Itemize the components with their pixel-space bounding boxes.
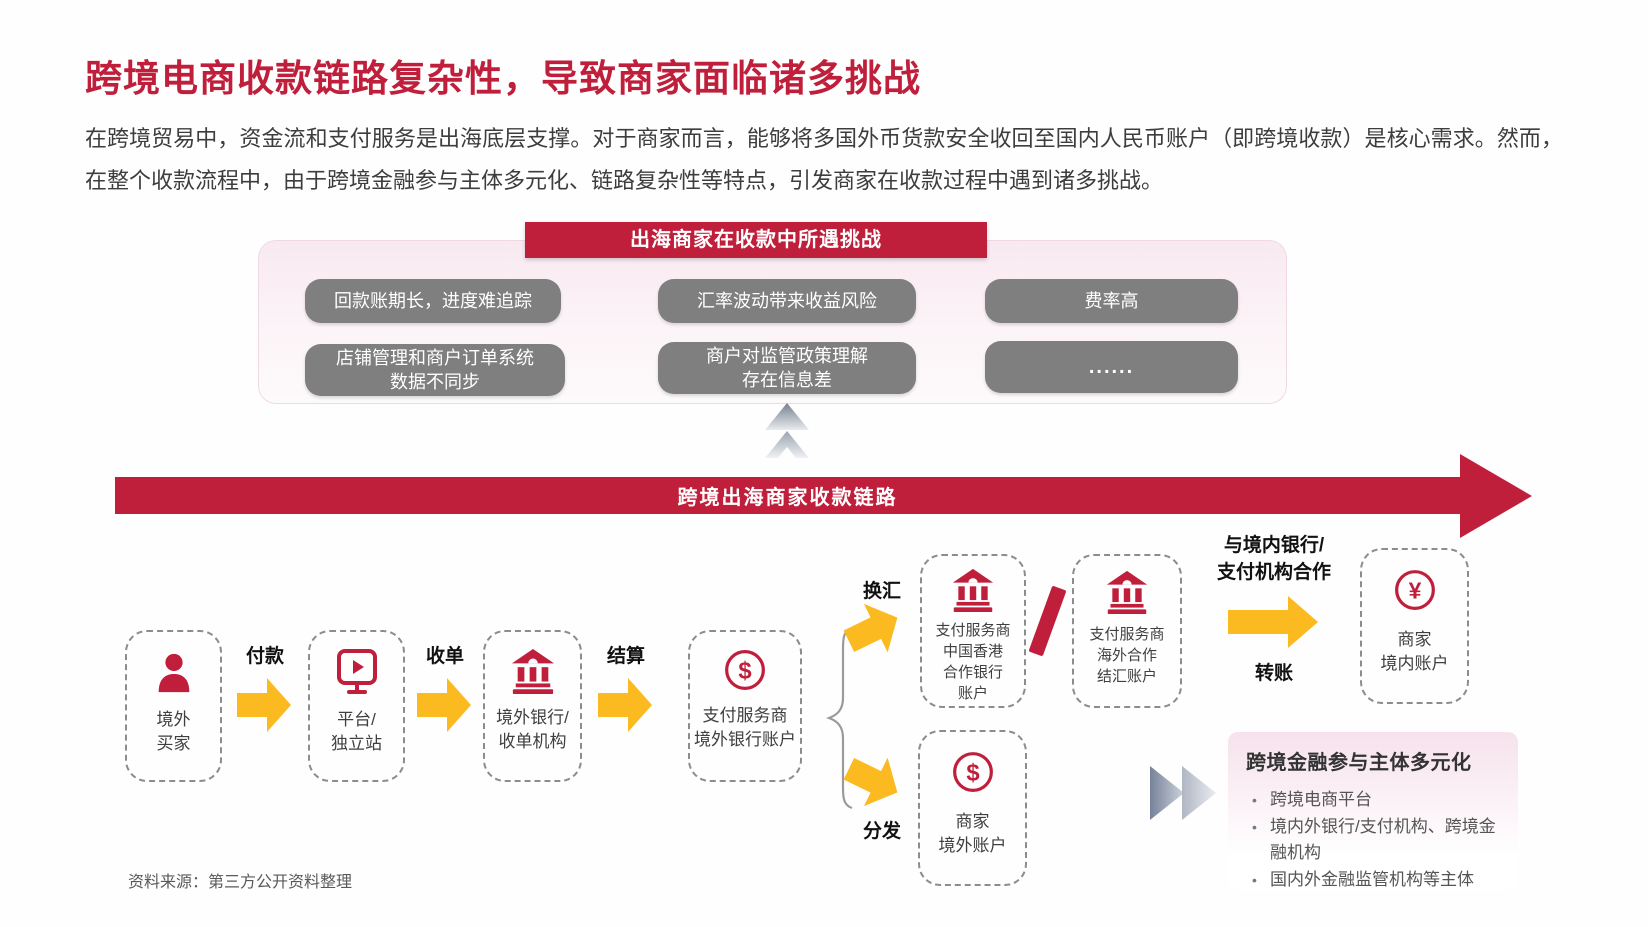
node-psp-hk-bank-account: 支付服务商 中国香港 合作银行 账户 (920, 554, 1026, 708)
edge-label-distribute: 分发 (862, 821, 901, 842)
svg-text:¥: ¥ (1408, 577, 1421, 603)
dollar-circle-icon: $ (723, 648, 767, 692)
challenge-item: 商户对监管政策理解 存在信息差 (658, 342, 916, 394)
flow-banner: 跨境出海商家收款链路 (115, 477, 1460, 514)
arrow-fx-icon (836, 591, 912, 668)
participant-item: 国内外金融监管机构等主体 (1248, 867, 1500, 893)
challenge-item: 汇率波动带来收益风险 (658, 279, 916, 323)
arrow-transfer-icon (1228, 594, 1320, 650)
person-icon (151, 650, 197, 696)
brace-split-icon (824, 626, 854, 815)
yen-circle-icon: ¥ (1393, 568, 1437, 612)
node-label: 境外 买家 (156, 710, 191, 753)
chevrons-right-icon (1148, 764, 1230, 827)
node-label: 商家 境内账户 (1380, 630, 1449, 673)
source-note: 资料来源：第三方公开资料整理 (128, 874, 353, 891)
participants-list: 跨境电商平台 境内外银行/支付机构、跨境金融机构 国内外金融监管机构等主体 (1248, 787, 1500, 893)
flow-banner-arrowhead-icon (1460, 454, 1532, 538)
page-title: 跨境电商收款链路复杂性，导致商家面临诸多挑战 (85, 58, 921, 99)
svg-text:$: $ (966, 759, 979, 786)
node-overseas-buyer: 境外 买家 (125, 630, 222, 782)
node-label: 平台/ 独立站 (331, 710, 382, 753)
challenge-item-ellipsis: ...... (985, 341, 1238, 393)
node-label: 支付服务商 海外合作 结汇账户 (1089, 626, 1165, 685)
challenge-item: 费率高 (985, 279, 1238, 323)
monitor-play-icon (333, 648, 381, 698)
edge-label-cooperate: 与境内银行/ 支付机构合作 (1216, 535, 1331, 583)
arrow-acquire-icon (417, 676, 473, 734)
challenge-item: 店铺管理和商户订单系统 数据不同步 (305, 344, 565, 396)
node-merchant-overseas: $ 商家 境外账户 (918, 730, 1027, 886)
bank-icon (951, 568, 995, 612)
challenges-header: 出海商家在收款中所遇挑战 (525, 222, 987, 258)
participants-card: 跨境金融参与主体多元化 跨境电商平台 境内外银行/支付机构、跨境金融机构 国内外… (1228, 732, 1518, 893)
participant-item: 境内外银行/支付机构、跨境金融机构 (1248, 814, 1500, 866)
node-label: 支付服务商 中国香港 合作银行 账户 (935, 622, 1011, 702)
node-psp-overseas-account: $ 支付服务商 境外银行账户 (688, 630, 802, 782)
node-psp-overseas-settle: 支付服务商 海外合作 结汇账户 (1072, 554, 1182, 708)
bank-icon (1105, 570, 1149, 614)
node-label: 境外银行/ 收单机构 (496, 708, 569, 751)
edge-label-transfer: 转账 (1254, 663, 1293, 684)
svg-text:$: $ (738, 657, 751, 684)
slash-divider (1028, 585, 1067, 657)
node-label: 支付服务商 境外银行账户 (694, 706, 796, 749)
edge-label-acquire: 收单 (425, 646, 464, 667)
node-merchant-domestic: ¥ 商家 境内账户 (1360, 548, 1469, 704)
edge-label-settle: 结算 (606, 646, 645, 667)
participants-title: 跨境金融参与主体多元化 (1246, 752, 1472, 774)
edge-label-pay: 付款 (245, 646, 284, 667)
intro-text: 在跨境贸易中，资金流和支付服务是出海底层支撑。对于商家而言，能够将多国外币货款安… (85, 126, 1563, 193)
edge-label-fx: 换汇 (862, 581, 901, 602)
chevron-up-icon (764, 403, 810, 464)
dollar-circle-icon: $ (951, 750, 995, 794)
node-label: 商家 境外账户 (938, 812, 1007, 855)
bank-icon (510, 648, 556, 694)
challenge-item: 回款账期长，进度难追踪 (305, 279, 561, 323)
node-overseas-bank-acquirer: 境外银行/ 收单机构 (483, 630, 582, 782)
arrow-distribute-icon (836, 743, 912, 820)
flow-banner-label: 跨境出海商家收款链路 (677, 487, 898, 509)
participant-item: 跨境电商平台 (1248, 787, 1500, 813)
node-platform: 平台/ 独立站 (308, 630, 405, 782)
arrow-pay-icon (237, 676, 293, 734)
arrow-settle-icon (598, 676, 654, 734)
